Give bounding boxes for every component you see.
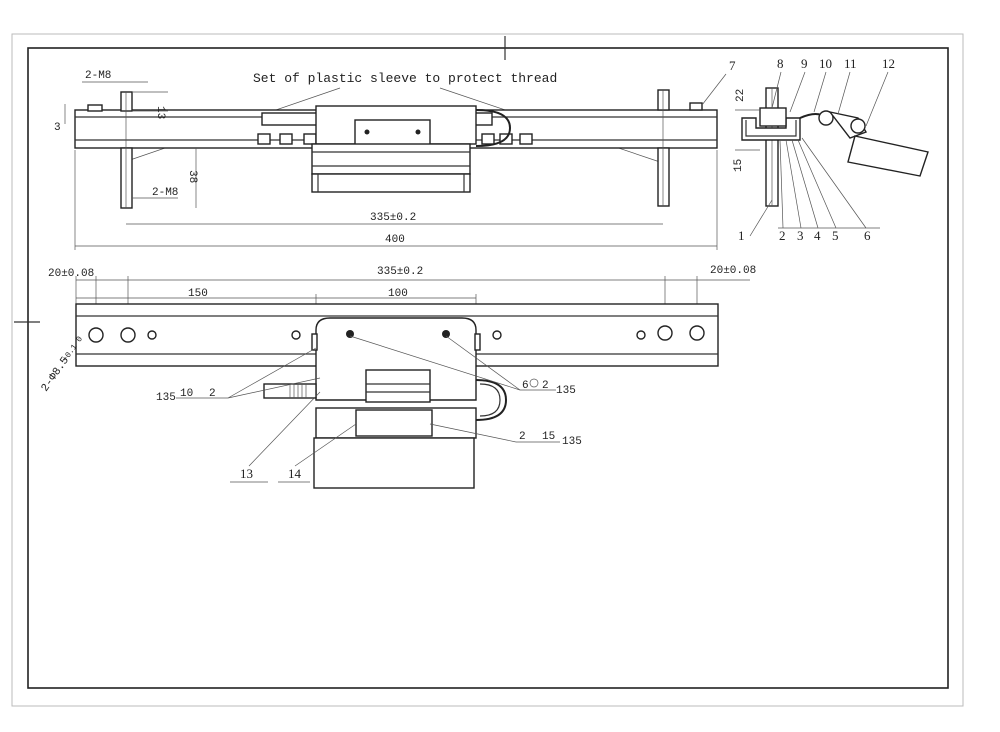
outer-border [11,33,964,707]
dim-22: 22 [735,89,747,102]
front-cable-loop [475,379,508,421]
dim-335-front: 335±0.2 [377,266,423,278]
top-bolt-left-lower [120,147,133,209]
side-pin [818,110,834,126]
top-bolt-spec-upper: 2-M8 [85,70,111,82]
front-carriage [315,317,477,401]
callout-10: 10 [819,56,832,71]
weld-b-size: 6 [522,380,529,392]
mount-hole-3 [657,325,673,341]
callout-11: 11 [844,56,857,71]
front-clamp [365,369,431,403]
weld-c-size: 15 [542,431,555,443]
top-bolt-right-lower [657,147,670,207]
mount-hole-2 [120,327,136,343]
front-base-body [313,437,475,489]
weld-a-size: 10 [180,388,193,400]
callout-4: 4 [814,228,821,243]
callout-2: 2 [779,228,786,243]
dim-13: 13 [154,106,166,119]
top-cable-loop [475,109,512,147]
dim-100: 100 [388,288,408,300]
top-view: Set of plastic sleeve to protect thread [54,70,718,250]
callout-1: 1 [738,228,745,243]
top-bolt-left-upper [120,91,133,112]
mount-hole-4 [689,325,705,341]
top-bolt-spec-lower: 2-M8 [152,187,178,199]
weld-b-length: 135 [556,385,576,397]
dim-335-top: 335±0.2 [370,212,416,224]
dim-15: 15 [733,159,745,172]
weld-c-length: 135 [562,436,582,448]
weld-b-qty: 2 [542,380,549,392]
callout-7: 7 [729,58,736,73]
dim-38: 38 [186,170,198,183]
dim-400: 400 [385,234,405,246]
weld-a-qty: 2 [209,388,216,400]
callout-3: 3 [797,228,804,243]
callout-9: 9 [801,56,808,71]
dim-150: 150 [188,288,208,300]
front-view: 20±0.08 20±0.08 335±0.2 150 100 2-Φ8.5 +… [39,265,756,489]
weld-a-length: 135 [156,392,176,404]
dim-20-left: 20±0.08 [48,268,94,280]
top-base-housing [311,143,471,175]
callout-8: 8 [777,56,784,71]
plastic-sleeve-note: Set of plastic sleeve to protect thread [253,71,557,86]
callout-6: 6 [864,228,871,243]
inner-border [27,47,949,689]
callout-5: 5 [832,228,839,243]
side-handle [847,135,929,177]
dim-20-right: 20±0.08 [710,265,756,277]
callout-12: 12 [882,56,895,71]
mount-hole-1 [88,327,104,343]
weld-c-qty: 2 [519,431,526,443]
callout-14: 14 [288,466,302,481]
side-view: 22 15 7 8 9 10 11 12 1 2 3 4 5 6 [701,56,929,243]
callout-13: 13 [240,466,253,481]
side-slider [759,107,787,127]
top-bolt-right-upper [657,89,670,111]
dim-3: 3 [54,122,61,134]
